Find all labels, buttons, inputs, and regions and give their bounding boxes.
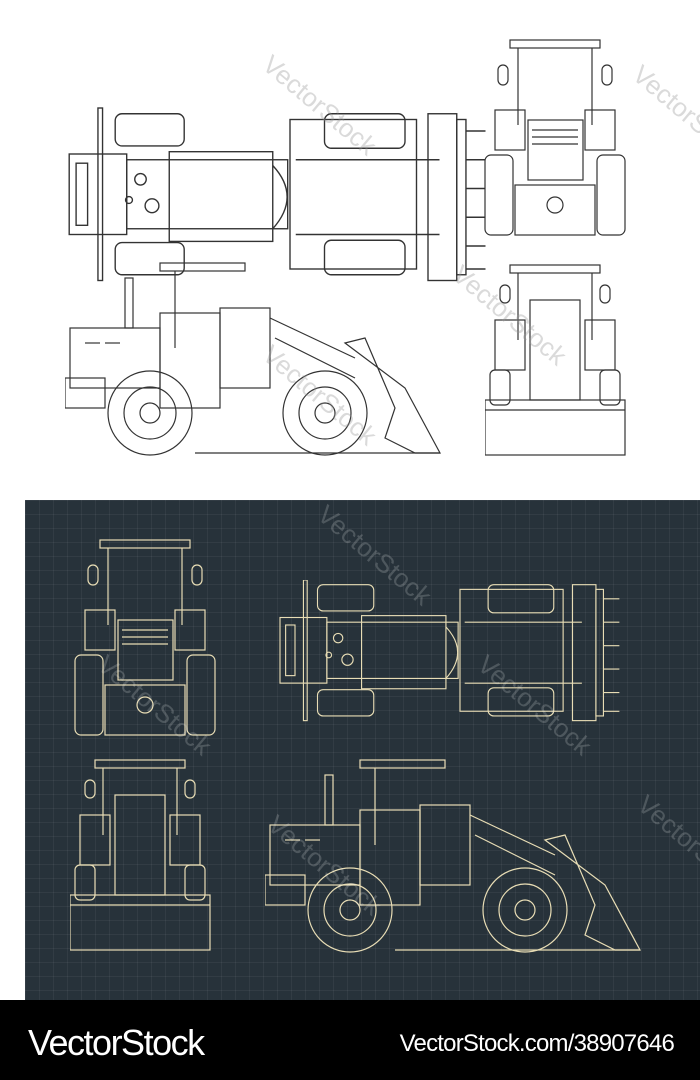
loader-rear-view-dark: [70, 759, 211, 951]
loader-side-view-dark: [265, 759, 642, 953]
blueprint-panel-dark: VectorStock VectorStock VectorStock Vect…: [25, 499, 700, 1000]
loader-top-view-dark: [279, 580, 620, 722]
loader-top-view-light: [68, 107, 486, 282]
loader-rear-view-light: [485, 264, 626, 456]
image-reference: VectorStock.com/38907646: [399, 1030, 675, 1057]
loader-front-view-dark: [74, 539, 216, 736]
loader-front-view-light: [484, 39, 626, 236]
loader-side-view-light: [65, 262, 442, 456]
blueprint-panel-light: VectorStock VectorStock VectorStock Vect…: [0, 0, 700, 490]
footer-bar: VectorStock VectorStock.com/38907646: [0, 1000, 700, 1080]
brand-logo: VectorStock: [28, 1022, 205, 1063]
